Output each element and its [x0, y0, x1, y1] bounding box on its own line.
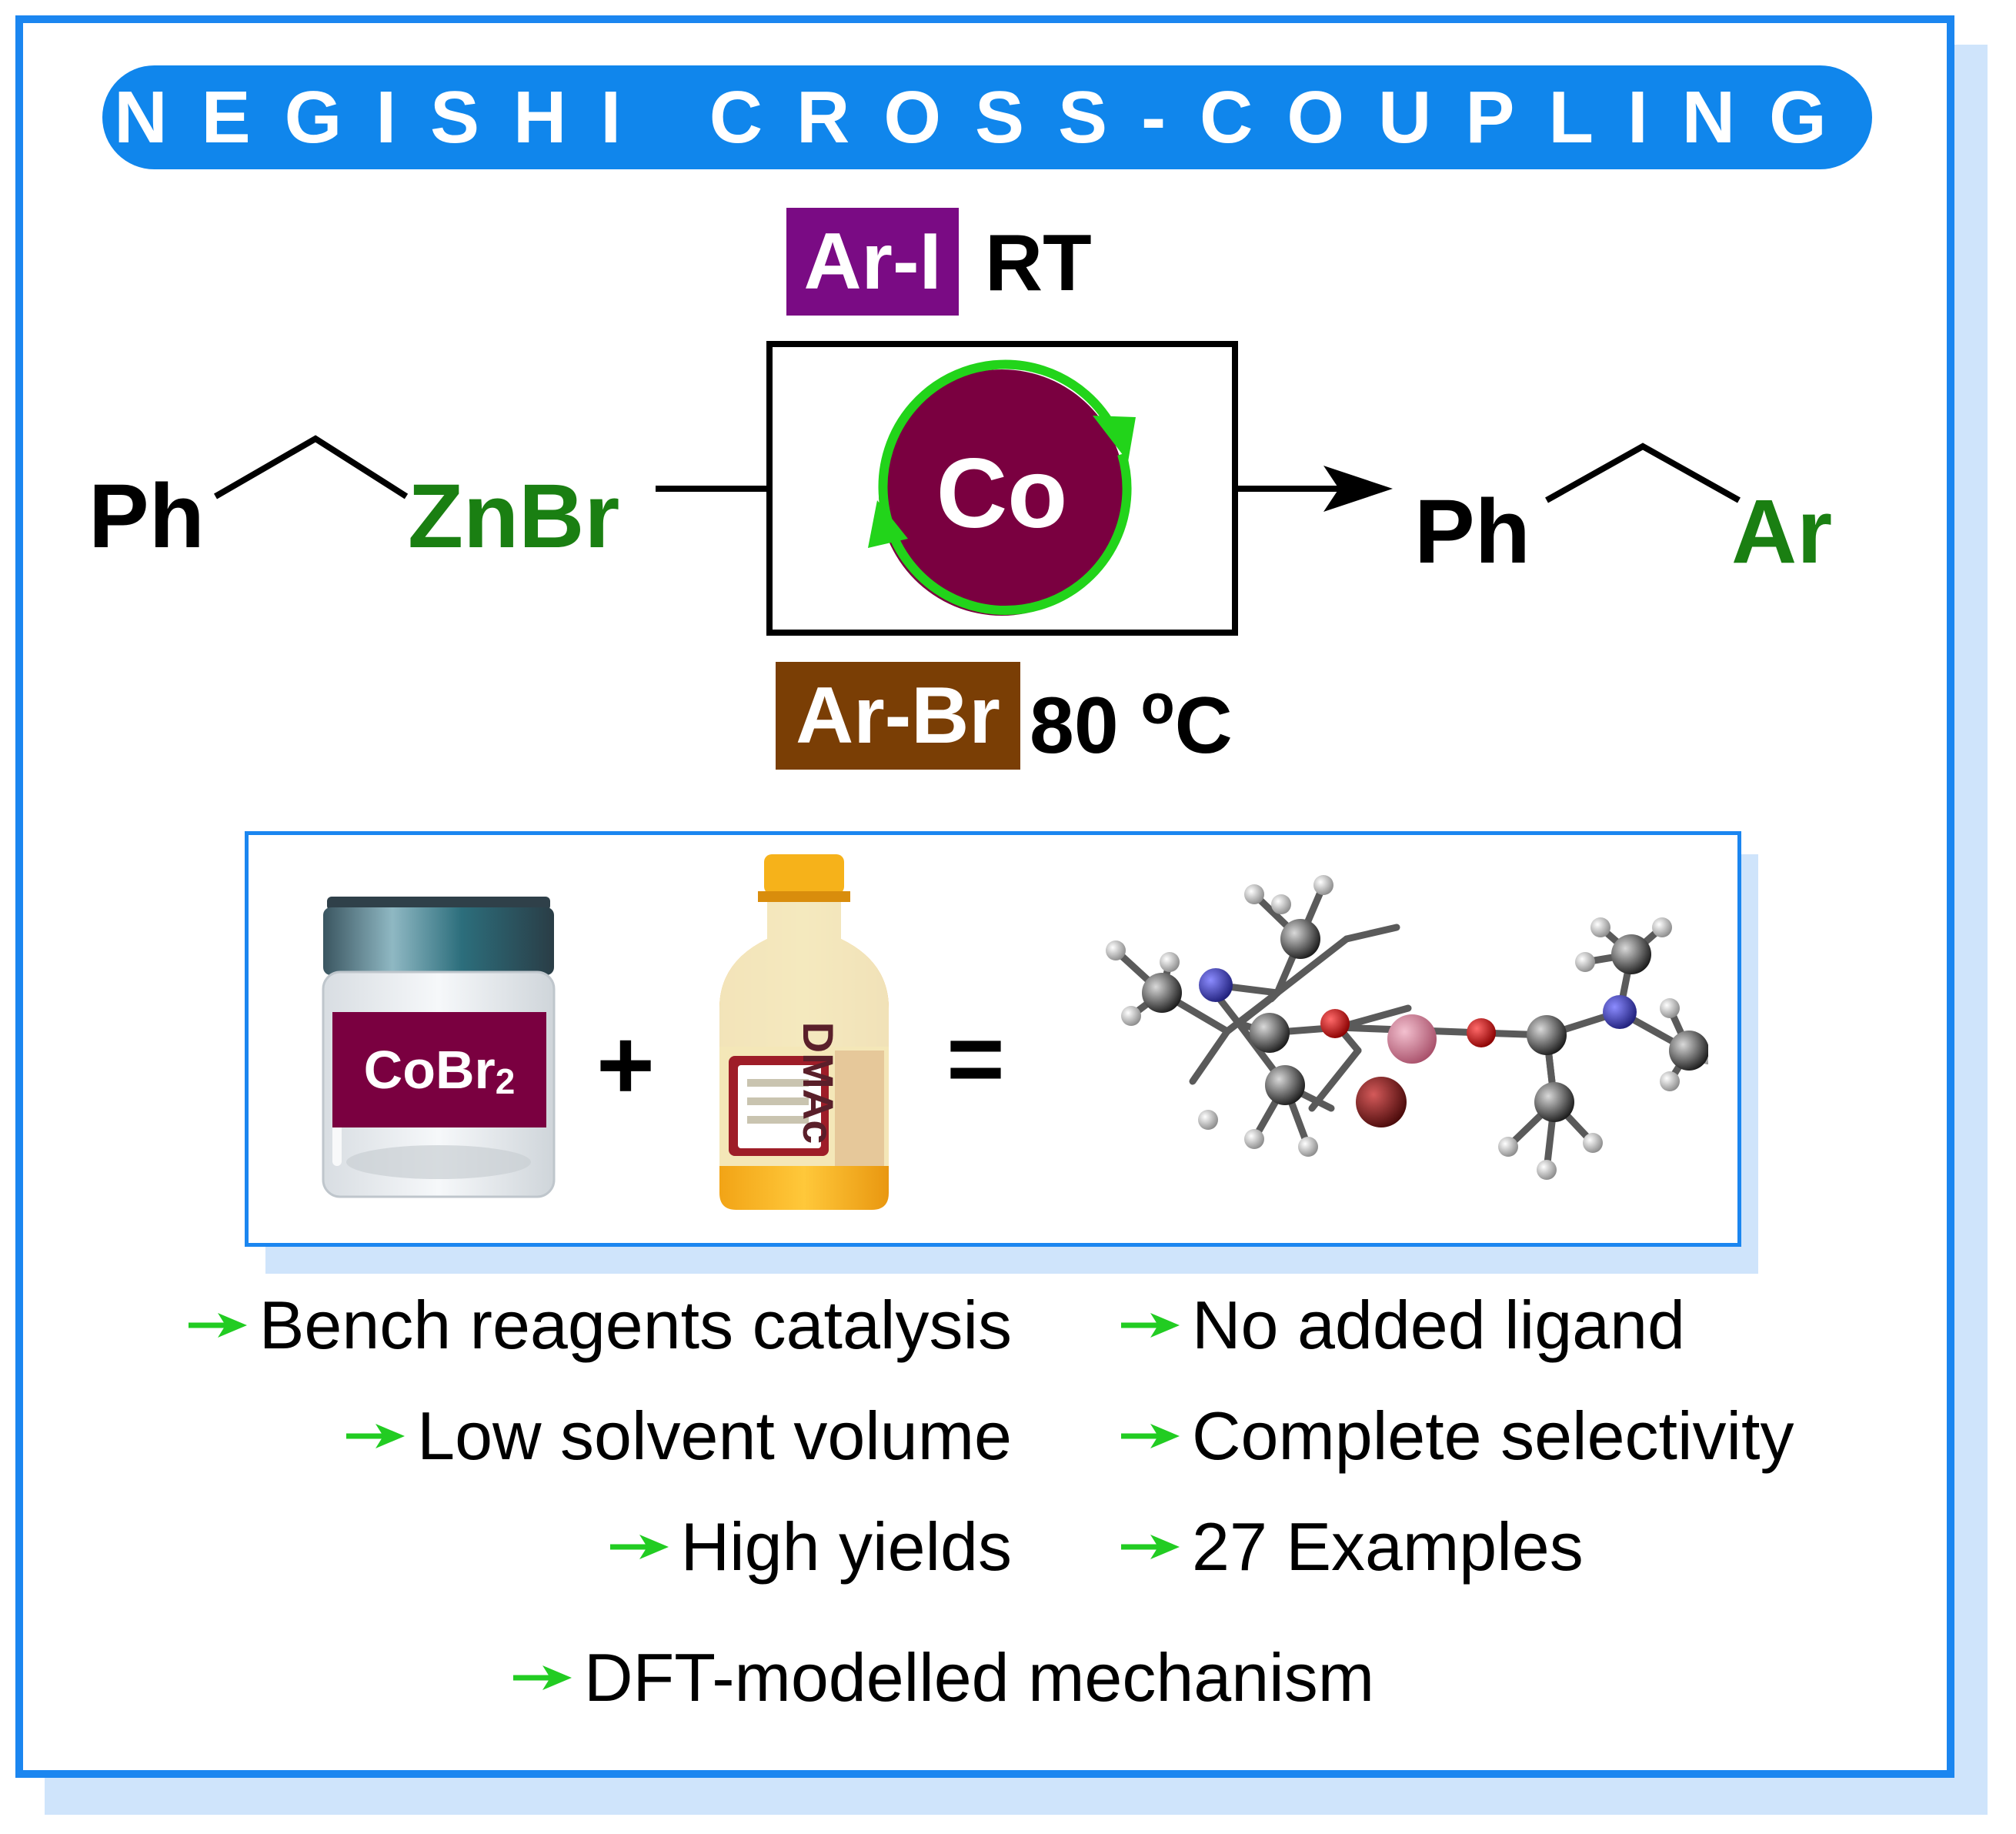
catalyst-circle — [879, 369, 1125, 616]
bullet-examples: 27 Examples — [1120, 1513, 1584, 1581]
jar-label-subscript: 2 — [495, 1061, 516, 1101]
bottle-label: DMAc — [794, 1021, 843, 1144]
bullet-bench-reagents: Bench reagents catalysis — [187, 1291, 1012, 1359]
cobalt-complex-model — [1106, 875, 1708, 1180]
bullet-text: Complete selectivity — [1192, 1398, 1794, 1474]
molecule-atoms — [1106, 875, 1708, 1180]
dmac-bottle-icon — [719, 854, 889, 1210]
top-tag-ari: Ar-I — [786, 208, 959, 316]
catalyst-label: Co — [936, 439, 1068, 549]
green-arrow-icon — [1121, 1535, 1180, 1559]
bullet-text: Bench reagents catalysis — [259, 1287, 1012, 1363]
temp-unit: C — [1174, 681, 1233, 770]
cycle-arc-bottom — [884, 453, 1132, 615]
reaction-arrow-head — [1323, 466, 1393, 512]
green-arrow-icon — [1121, 1313, 1180, 1338]
temp-value: 80 — [1030, 681, 1141, 770]
reactant-ph-label: Ph — [88, 466, 205, 567]
green-arrow-icon — [188, 1313, 247, 1338]
product-ph-label: Ph — [1414, 481, 1530, 583]
bottom-condition-temp: 80 oC — [1030, 677, 1233, 766]
top-condition-rt: RT — [985, 219, 1092, 308]
bullet-high-yields: High yields — [609, 1513, 1012, 1581]
product-ar-label: Ar — [1731, 481, 1833, 583]
reaction-scheme — [214, 341, 1741, 636]
bullet-no-ligand: No added ligand — [1120, 1291, 1685, 1359]
title-banner: NEGISHI CROSS-COUPLING — [102, 65, 1872, 169]
green-arrow-icon — [346, 1424, 406, 1448]
reactant-bond — [214, 435, 409, 499]
plus-sign: + — [596, 1008, 655, 1121]
degree-symbol: o — [1140, 674, 1175, 736]
cycle-arc-top — [878, 359, 1119, 545]
cycle-arrowhead-top — [1093, 416, 1136, 462]
product-bond — [1545, 443, 1741, 503]
bullet-text: DFT-modelled mechanism — [584, 1639, 1374, 1715]
bullet-selectivity: Complete selectivity — [1120, 1402, 1794, 1470]
bullet-text: Low solvent volume — [417, 1398, 1012, 1474]
bullet-text: High yields — [680, 1508, 1012, 1585]
bottom-tag-arbr: Ar-Br — [776, 662, 1020, 770]
green-arrow-icon — [513, 1665, 572, 1690]
reactant-znbr-label: ZnBr — [408, 466, 620, 567]
bullet-text: No added ligand — [1192, 1287, 1685, 1363]
cycle-arrowhead-bottom — [868, 500, 908, 548]
jar-label-text: CoBr — [363, 1040, 496, 1100]
bullet-dft: DFT-modelled mechanism — [512, 1644, 1374, 1712]
green-arrow-icon — [1121, 1424, 1180, 1448]
bullet-low-solvent: Low solvent volume — [345, 1402, 1012, 1470]
bullet-text: 27 Examples — [1192, 1508, 1584, 1585]
page-title: NEGISHI CROSS-COUPLING — [114, 75, 1861, 159]
equals-sign: = — [946, 1002, 1005, 1114]
green-arrow-icon — [609, 1535, 669, 1559]
